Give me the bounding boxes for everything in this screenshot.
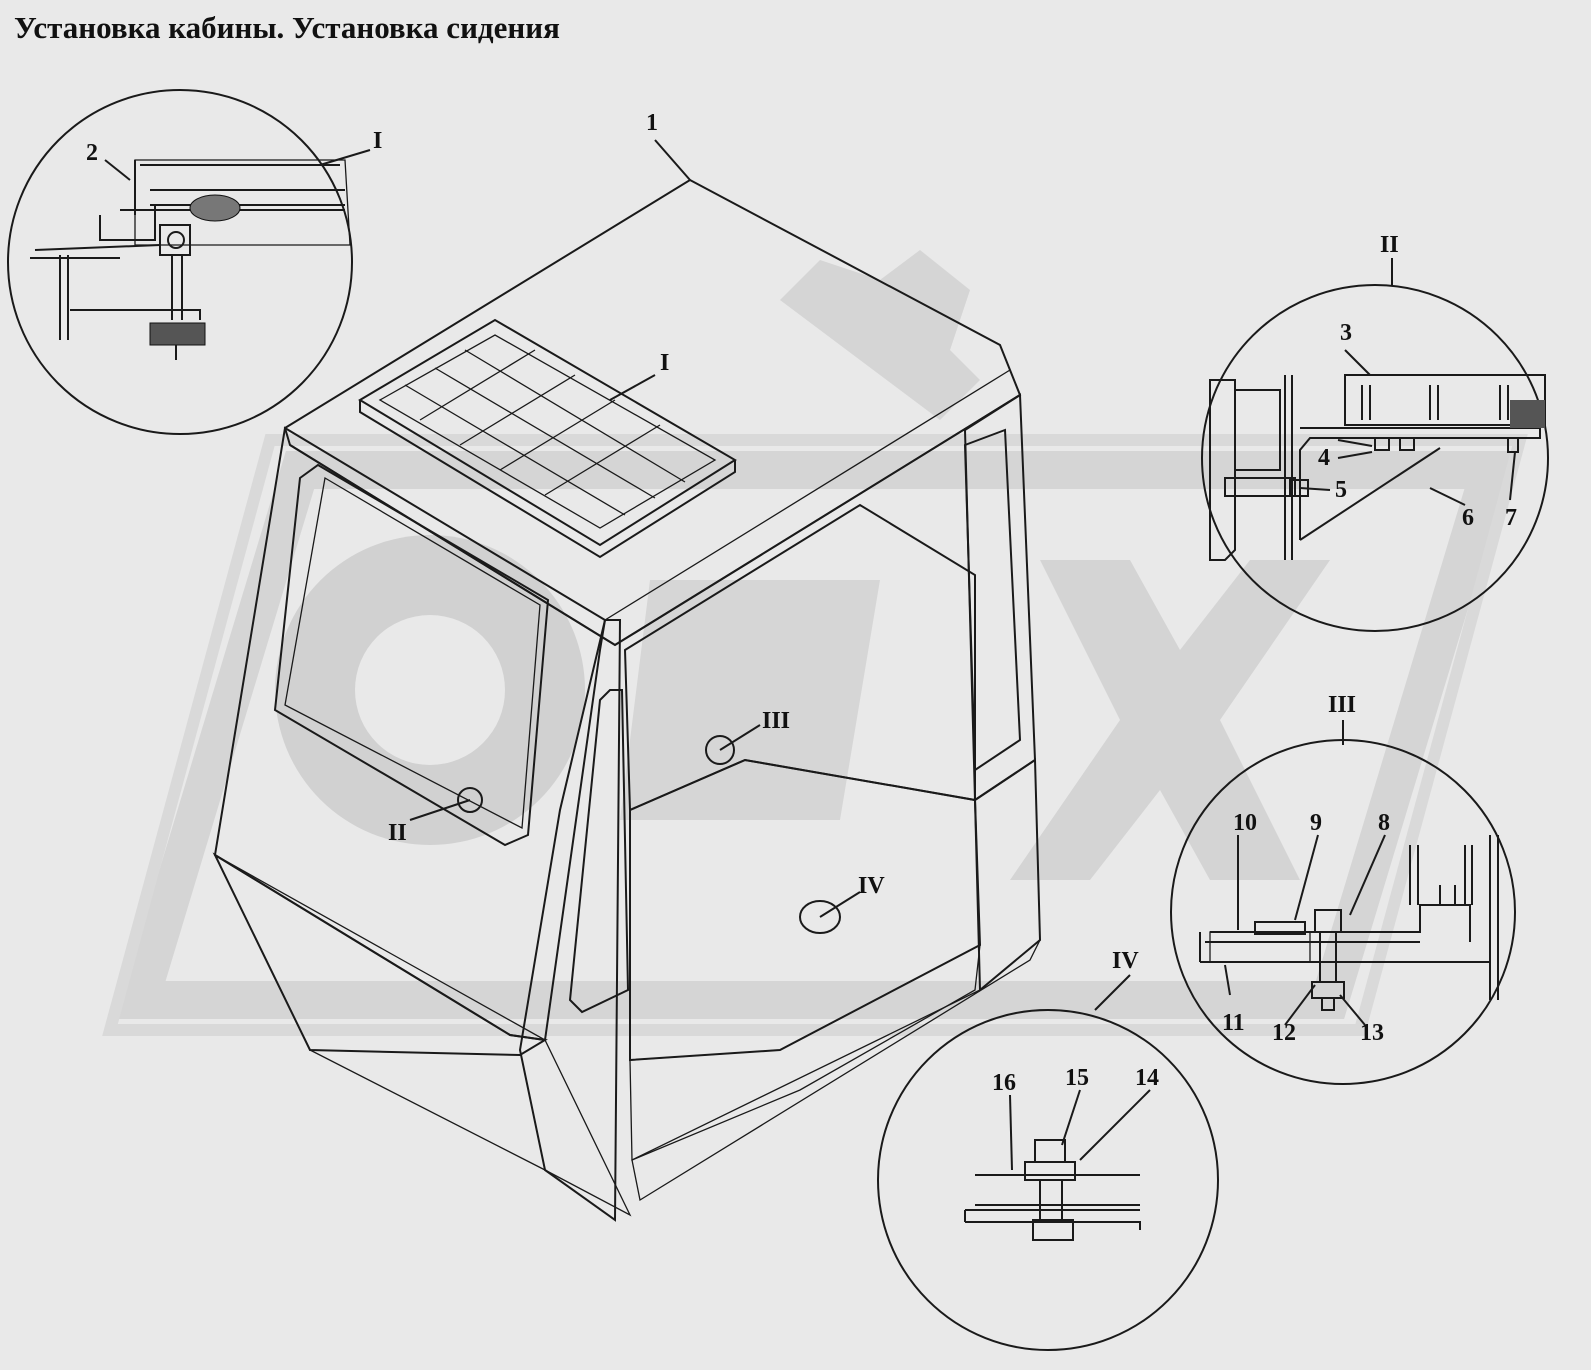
part-label-15: 15 <box>1065 1065 1089 1091</box>
view-label-III: III <box>1328 692 1356 718</box>
view-label-IV: IV <box>1112 948 1139 974</box>
view-label-II-cabin: II <box>388 820 407 846</box>
part-label-12: 12 <box>1272 1020 1296 1046</box>
locator-IV <box>799 900 841 934</box>
locator-II <box>457 787 483 813</box>
roof-hatch <box>358 318 737 559</box>
part-label-16: 16 <box>992 1070 1016 1096</box>
part-label-1: 1 <box>646 110 658 136</box>
locator-III <box>705 735 735 765</box>
part-label-6: 6 <box>1462 505 1474 531</box>
view-label-I-roof: I <box>660 350 669 376</box>
detail-view-I <box>7 89 371 435</box>
view-label-III-cabin: III <box>762 708 790 734</box>
part-label-8: 8 <box>1378 810 1390 836</box>
labels: 1 2 I I II II III III IV IV 3 4 5 6 7 8 … <box>86 110 1517 1096</box>
part-label-3: 3 <box>1340 320 1352 346</box>
front-door <box>518 619 622 1222</box>
part-label-13: 13 <box>1360 1020 1384 1046</box>
part-label-11: 11 <box>1222 1010 1245 1036</box>
cabin-body <box>212 139 1042 1222</box>
part-label-9: 9 <box>1310 810 1322 836</box>
view-label-I: I <box>373 128 382 154</box>
part-label-10: 10 <box>1233 810 1257 836</box>
part-label-7: 7 <box>1505 505 1517 531</box>
left-window <box>273 463 550 847</box>
watermark <box>102 250 1528 1036</box>
part-label-2: 2 <box>86 140 98 166</box>
part-label-14: 14 <box>1135 1065 1159 1091</box>
detail-view-IV <box>877 974 1219 1351</box>
detail-view-II <box>1201 258 1549 632</box>
view-label-IV-cabin: IV <box>858 873 885 899</box>
page-title: Установка кабины. Установка сидения <box>14 10 560 45</box>
part-label-4: 4 <box>1318 445 1330 471</box>
detail-view-III <box>1170 720 1516 1085</box>
part-label-5: 5 <box>1335 477 1347 503</box>
view-label-II: II <box>1380 232 1399 258</box>
